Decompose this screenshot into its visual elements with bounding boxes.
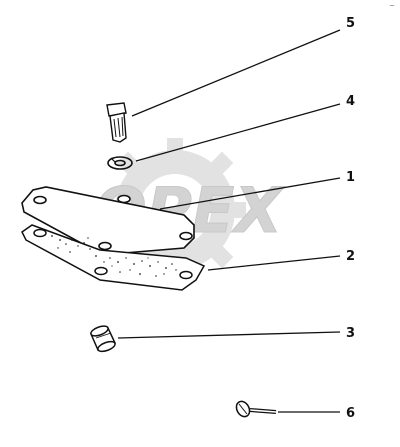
sleeve-nut-part [89,325,117,353]
callout-1: 1 [346,170,355,185]
screw-part [235,400,277,418]
leader-line-2 [207,255,341,271]
bolt-part [106,102,127,143]
leader-lines [117,29,341,413]
callout-labels: 5 4 1 2 3 6 [346,16,355,421]
cover-plate-part [21,186,195,256]
callout-4: 4 [346,94,355,109]
leader-line-4 [135,103,341,162]
callout-6: 6 [346,406,355,421]
gasket-part [21,224,206,291]
leader-line-3 [117,331,341,339]
callout-2: 2 [346,249,355,264]
leader-line-5 [131,29,341,117]
callout-5: 5 [346,16,355,31]
leader-line-1 [159,177,341,210]
callout-3: 3 [346,326,355,341]
lock-washer-part [107,156,133,170]
gasket-speckle [51,235,177,277]
corner-mark: ~ [389,2,395,10]
